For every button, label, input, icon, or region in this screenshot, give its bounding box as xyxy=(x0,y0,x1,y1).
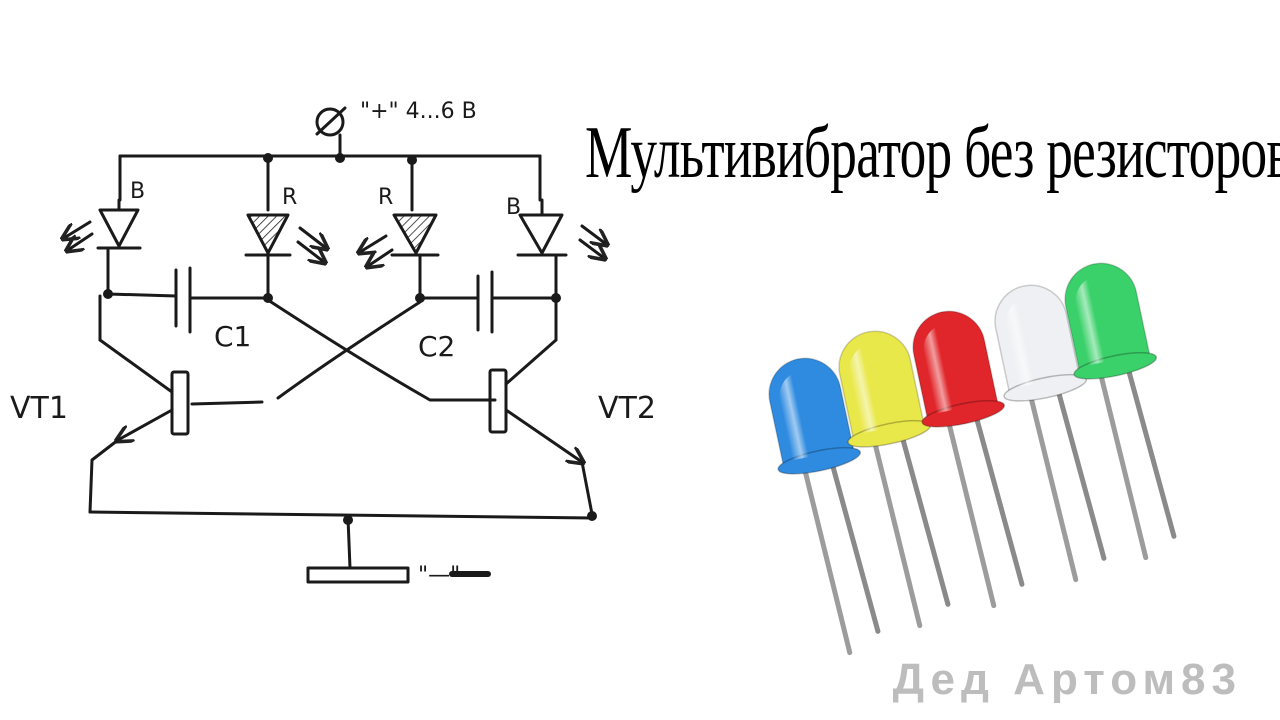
channel-watermark: Дед Артом83 xyxy=(892,655,1242,704)
green-led xyxy=(1064,262,1177,561)
transistor-vt1-symbol xyxy=(88,338,190,514)
led-highlight xyxy=(1005,297,1046,388)
led-lead xyxy=(973,412,1025,587)
title-text: Мультивибратор без резисторов xyxy=(585,112,1280,194)
capacitor-c2-symbol xyxy=(418,270,558,334)
page-title: Мультивибратор без резисторов? xyxy=(585,70,1280,210)
junction-dots xyxy=(103,153,597,525)
clear-led xyxy=(994,284,1107,583)
led-highlight xyxy=(923,323,964,414)
red-led xyxy=(912,310,1025,609)
led-photo xyxy=(768,262,1177,656)
junction-dot xyxy=(407,155,417,165)
label-capacitor-c2: C2 xyxy=(418,330,455,363)
led-inner-right-symbol xyxy=(360,213,440,300)
led-highlight xyxy=(779,370,820,461)
led-lead xyxy=(1125,364,1177,539)
label-led-inner-left: R xyxy=(282,185,297,210)
led-lead xyxy=(899,432,951,607)
led-lead xyxy=(1055,386,1107,561)
supply-label: "+" 4...6 B xyxy=(360,99,477,124)
led-lead xyxy=(1027,392,1079,583)
led-outer-left-symbol xyxy=(64,198,142,294)
label-transistor-vt1: VT1 xyxy=(10,391,68,426)
ground-label: "—" xyxy=(418,563,460,588)
led-highlight xyxy=(1075,275,1116,366)
label-transistor-vt2: VT2 xyxy=(598,391,656,426)
ground-plate xyxy=(306,566,410,584)
label-led-inner-right: R xyxy=(378,185,393,210)
yellow-led xyxy=(838,330,951,629)
led-outer-right-symbol xyxy=(516,198,606,302)
junction-dot xyxy=(263,293,273,303)
junction-dot xyxy=(103,289,113,299)
cross-wire-b xyxy=(276,300,422,400)
ground-rail xyxy=(88,510,594,520)
junction-dot xyxy=(343,515,353,525)
led-inner-left-symbol xyxy=(244,213,326,300)
blue-led xyxy=(768,357,881,656)
junction-dot xyxy=(551,293,561,303)
led-lead xyxy=(871,438,923,629)
schematic-diagram xyxy=(64,106,606,584)
label-capacitor-c1: C1 xyxy=(214,320,251,353)
junction-dot xyxy=(263,153,273,163)
junction-dot xyxy=(335,153,345,163)
supply-terminal-icon xyxy=(315,106,347,160)
led-lead xyxy=(801,465,853,656)
transistor-vt2-symbol xyxy=(488,338,594,516)
led-lead xyxy=(1097,370,1149,561)
led-lead xyxy=(829,459,881,634)
base-wire-vt1 xyxy=(190,400,264,406)
label-led-outer-right: B xyxy=(506,195,521,220)
led-highlight xyxy=(849,343,890,434)
junction-dot xyxy=(415,293,425,303)
led-lead xyxy=(945,418,997,609)
junction-dot xyxy=(587,511,597,521)
capacitor-c1-symbol xyxy=(106,266,270,334)
label-led-outer-left: B xyxy=(130,179,145,204)
ground-drop xyxy=(346,516,352,570)
cross-wire-a xyxy=(266,298,497,402)
